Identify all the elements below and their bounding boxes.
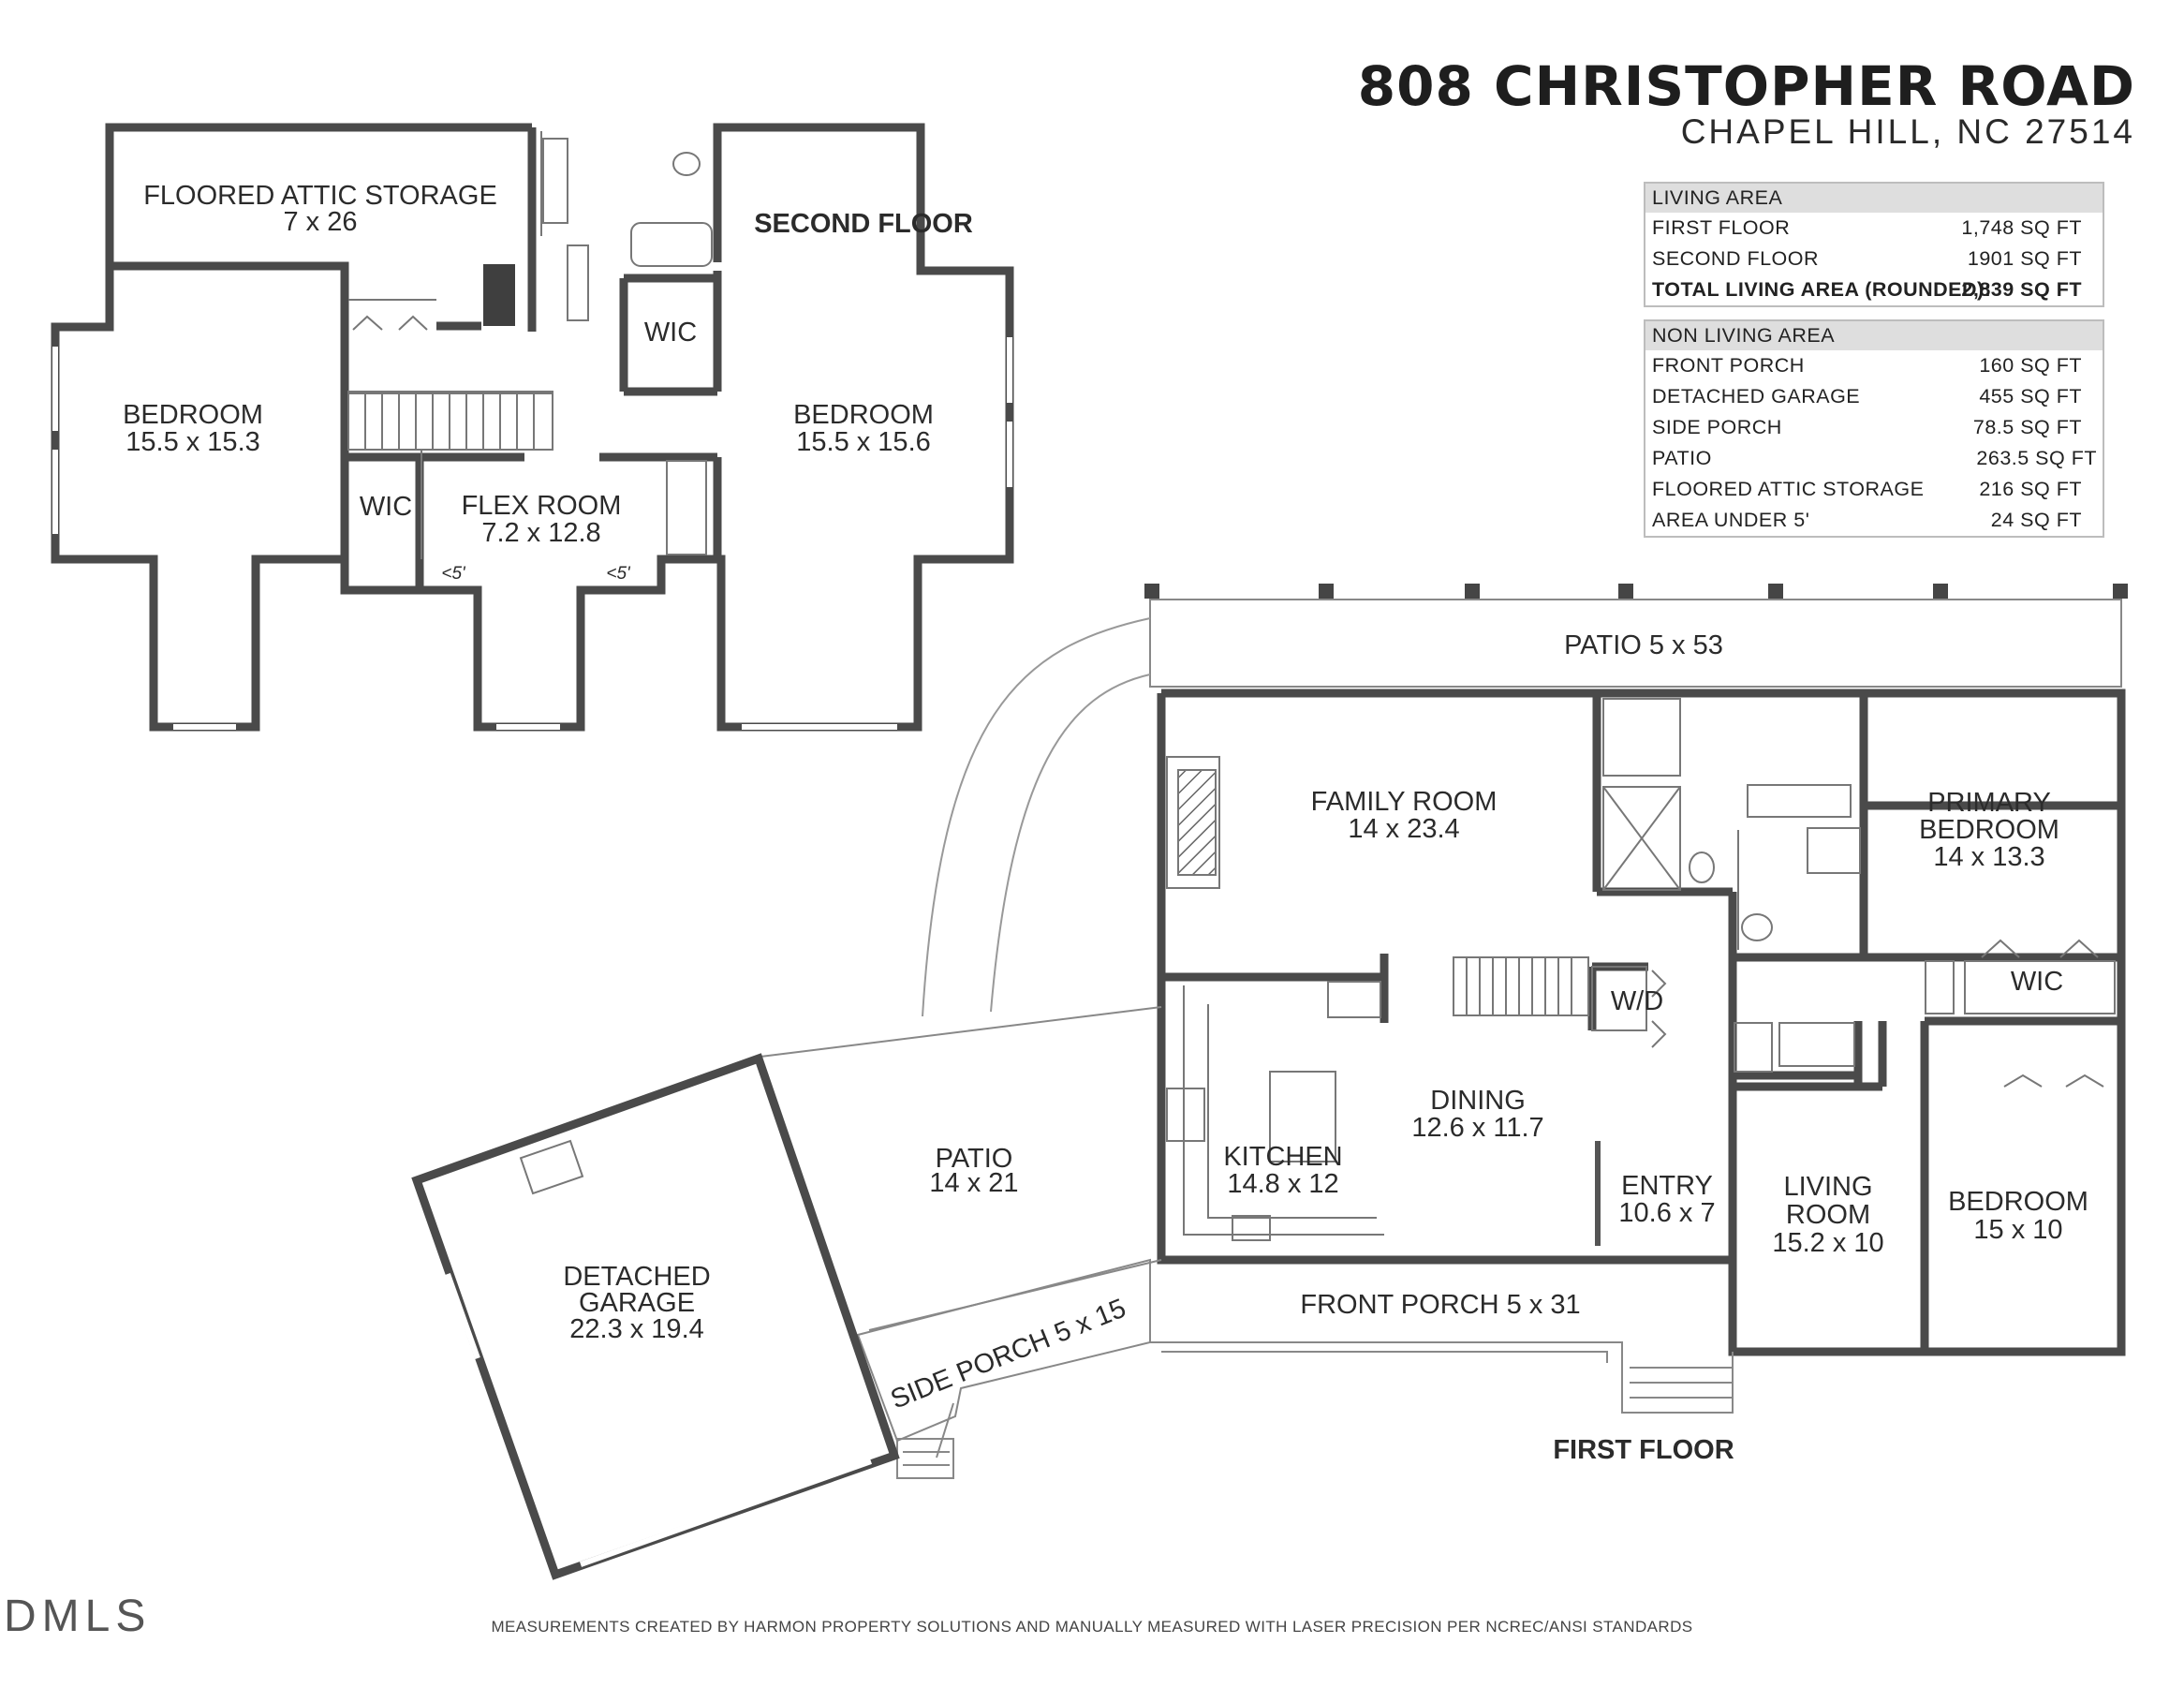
row-label: SIDE PORCH: [1652, 416, 1782, 438]
detached-garage: [411, 1053, 900, 1580]
non-living-area-table: NON LIVING AREA FRONT PORCH 160 SQ FT DET…: [1644, 319, 2104, 538]
row-value: 160 SQ FT: [1979, 354, 2082, 377]
attic-label: FLOORED ATTIC STORAGE: [143, 181, 497, 211]
row-value: 1,748 SQ FT: [1961, 216, 2082, 239]
row-label: FRONT PORCH: [1652, 354, 1805, 377]
row-value: 455 SQ FT: [1979, 385, 2082, 407]
table-row: AREA UNDER 5' 24 SQ FT: [1645, 505, 2103, 536]
entry-label: ENTRY: [1621, 1171, 1713, 1201]
attic-dims: 7 x 26: [284, 207, 358, 237]
laundry-label: W/D: [1611, 986, 1663, 1016]
second-floor-label: SECOND FLOOR: [754, 209, 973, 239]
dining-label: DINING: [1430, 1086, 1526, 1116]
top-patio: [1149, 590, 2122, 688]
bedroom-left-label: BEDROOM: [123, 400, 263, 430]
living-room-label-1: LIVING: [1783, 1172, 1872, 1202]
patio-side-dims: 14 x 21: [929, 1168, 1018, 1198]
table-row: FIRST FLOOR 1,748 SQ FT: [1645, 213, 2103, 244]
primary-bedroom-dims: 14 x 13.3: [1933, 842, 2044, 872]
mls-logo: DMLS: [4, 1592, 152, 1641]
attic-wall: [105, 123, 532, 266]
attic-wall-bottom: [110, 261, 349, 326]
kitchen-label: KITCHEN: [1223, 1142, 1342, 1172]
row-value: 1901 SQ FT: [1967, 247, 2082, 270]
row-value: 78.5 SQ FT: [1972, 416, 2082, 438]
bedroom-first-label: BEDROOM: [1948, 1187, 2088, 1217]
wic-left-label: WIC: [360, 492, 412, 522]
stairs-second: [347, 391, 553, 451]
row-value: 263.5 SQ FT: [1976, 447, 2097, 469]
first-floor-label: FIRST FLOOR: [1553, 1435, 1734, 1465]
living-area-table: LIVING AREA FIRST FLOOR 1,748 SQ FT SECON…: [1644, 182, 2104, 307]
left-bedroom-wall: [51, 123, 1014, 732]
bedroom-first-dims: 15 x 10: [1973, 1215, 2062, 1245]
row-label: TOTAL LIVING AREA (ROUNDED):: [1652, 278, 1992, 301]
under-5-label-b: <5': [606, 564, 631, 584]
walkway: [922, 617, 1151, 1017]
second-floor-plan: [51, 123, 1014, 732]
second-floor-details: [52, 125, 1012, 730]
row-label: SECOND FLOOR: [1652, 247, 1820, 270]
kitchen-dims: 14.8 x 12: [1227, 1169, 1338, 1199]
row-label: DETACHED GARAGE: [1652, 385, 1861, 407]
patio-top-label: PATIO 5 x 53: [1564, 630, 1723, 660]
living-room-dims: 15.2 x 10: [1772, 1228, 1883, 1258]
family-room-label: FAMILY ROOM: [1311, 787, 1498, 817]
flex-room-label: FLEX ROOM: [462, 491, 622, 521]
table-row: SIDE PORCH 78.5 SQ FT: [1645, 412, 2103, 443]
garage-label-2: GARAGE: [579, 1288, 695, 1318]
footer-note: MEASUREMENTS CREATED BY HARMON PROPERTY …: [491, 1618, 1693, 1636]
flex-room-dims: 7.2 x 12.8: [481, 518, 600, 548]
under-5-label-a: <5': [441, 564, 466, 584]
front-porch-label: FRONT PORCH 5 x 31: [1300, 1290, 1580, 1320]
table-row-total: TOTAL LIVING AREA (ROUNDED):2,839 SQ FT: [1645, 274, 2103, 305]
row-label: FLOORED ATTIC STORAGE: [1652, 478, 1925, 500]
garage-label-1: DETACHED: [563, 1262, 710, 1292]
primary-bedroom-label-2: BEDROOM: [1919, 815, 2059, 845]
table-row: SECOND FLOOR 1901 SQ FT: [1645, 244, 2103, 274]
row-value: 216 SQ FT: [1979, 478, 2082, 500]
side-patio: [760, 1006, 1162, 1331]
first-floor-details: [352, 315, 2116, 1246]
floor-labels: SECOND FLOOR FIRST FLOOR: [754, 209, 1734, 1465]
entry-dims: 10.6 x 7: [1618, 1198, 1715, 1228]
wic-primary-label: WIC: [2011, 967, 2063, 997]
row-label: FIRST FLOOR: [1652, 216, 1791, 239]
bedroom-right-label: BEDROOM: [793, 400, 934, 430]
patio-side-label: PATIO: [936, 1144, 1013, 1174]
dining-dims: 12.6 x 11.7: [1411, 1113, 1543, 1143]
table-row: PATIO 263.5 SQ FT: [1645, 443, 2103, 474]
address-title: 808 CHRISTOPHER ROAD: [1357, 54, 2135, 118]
primary-bedroom-label-1: PRIMARY: [1927, 788, 2051, 818]
table-row: FLOORED ATTIC STORAGE 216 SQ FT: [1645, 474, 2103, 505]
living-room-label-2: ROOM: [1786, 1200, 1870, 1230]
side-porch-label: SIDE PORCH 5 x 15: [887, 1294, 1130, 1415]
front-porch: [1149, 1260, 1734, 1414]
row-value: 2,839 SQ FT: [1961, 278, 2082, 301]
garage-dims: 22.3 x 19.4: [569, 1314, 704, 1344]
living-area-heading: LIVING AREA: [1645, 184, 2103, 213]
non-living-area-heading: NON LIVING AREA: [1645, 321, 2103, 350]
family-room-dims: 14 x 23.4: [1348, 814, 1459, 844]
wic-upper-label: WIC: [644, 318, 697, 348]
city-subtitle: CHAPEL HILL, NC 27514: [1680, 112, 2135, 151]
table-row: FRONT PORCH 160 SQ FT: [1645, 350, 2103, 381]
row-value: 24 SQ FT: [1990, 509, 2082, 531]
table-row: DETACHED GARAGE 455 SQ FT: [1645, 381, 2103, 412]
bedroom-right-dims: 15.5 x 15.6: [796, 427, 931, 457]
row-label: AREA UNDER 5': [1652, 509, 1810, 531]
bedroom-left-dims: 15.5 x 15.3: [125, 427, 260, 457]
patio-posts: [1144, 584, 2128, 599]
row-label: PATIO: [1652, 447, 1712, 469]
chimney-block: [483, 264, 515, 326]
